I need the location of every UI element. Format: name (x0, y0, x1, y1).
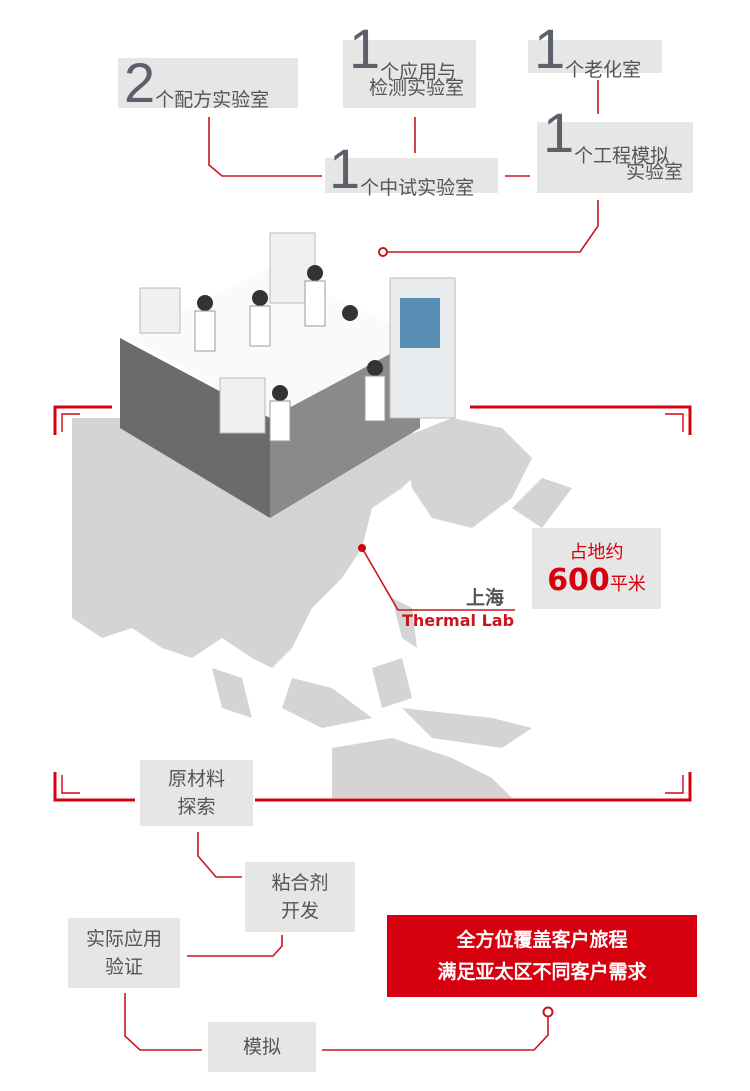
lab-count: 1 (543, 101, 575, 164)
area-prefix: 占地约 (569, 541, 624, 563)
area-value: 600 (547, 562, 610, 598)
process-application-validation: 实际应用验证 (68, 918, 180, 988)
area-box: 占地约 600平米 (532, 528, 661, 609)
area-unit: 平米 (609, 573, 646, 595)
process-label: 开发 (280, 900, 319, 922)
lab-application-testing: 1个应用与 检测实验室 (343, 21, 476, 108)
process-adhesive-dev: 粘合剂开发 (245, 862, 355, 932)
asia-pacific-map (72, 418, 572, 798)
lab-label-line2: 检测实验室 (368, 77, 464, 99)
process-simulation: 模拟 (208, 1022, 316, 1072)
city-label: 上海 (466, 587, 505, 609)
process-raw-material: 原材料探索 (140, 760, 253, 826)
process-label: 验证 (104, 956, 143, 978)
customer-journey-banner: 全方位覆盖客户旅程 满足亚太区不同客户需求 (387, 915, 697, 997)
banner-line1: 全方位覆盖客户旅程 (456, 929, 628, 951)
lab-label: 个配方实验室 (155, 89, 270, 111)
lab-count: 1 (349, 17, 381, 80)
lab-label: 个工程模拟 (574, 145, 670, 167)
lab-count: 1 (534, 17, 566, 80)
lab-name-label: Thermal Lab (402, 611, 515, 630)
process-label: 探索 (177, 796, 216, 818)
process-label: 模拟 (242, 1036, 281, 1058)
banner-line2: 满足亚太区不同客户需求 (437, 961, 647, 983)
lab-label: 个应用与 (380, 61, 457, 83)
lab-count: 2 (124, 51, 156, 114)
lab-illustration (120, 232, 456, 518)
lab-formulation: 2个配方实验室 (118, 55, 298, 111)
process-label: 粘合剂 (271, 872, 329, 894)
lab-engineering-simulation: 1个工程模拟 实验室 (537, 105, 693, 193)
lab-pilot: 1个中试实验室 (325, 141, 498, 199)
lab-label: 个中试实验室 (360, 177, 475, 199)
lab-label-line2: 实验室 (625, 161, 683, 183)
lab-label: 个老化室 (565, 59, 642, 81)
lab-aging: 1个老化室 (528, 21, 662, 81)
lab-count: 1 (329, 137, 361, 200)
process-label: 实际应用 (85, 928, 162, 950)
process-label: 原材料 (167, 768, 225, 790)
